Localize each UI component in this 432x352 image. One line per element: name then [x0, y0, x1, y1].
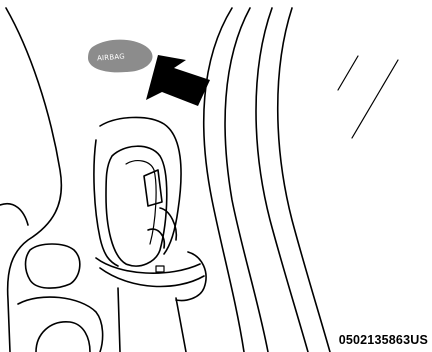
window-glare-lines: [338, 56, 398, 138]
seat-belt-anchor: [94, 117, 181, 272]
pointer-arrow: [146, 55, 210, 106]
figure-code: 0502135863US: [339, 333, 428, 347]
door-frame-lines: [204, 8, 330, 352]
pillar-trim-outline: [0, 8, 61, 352]
seat-shoulder-outline: [18, 244, 103, 352]
airbag-badge: AIRBAG: [88, 40, 153, 73]
seat-belt-webbing: [96, 252, 206, 352]
